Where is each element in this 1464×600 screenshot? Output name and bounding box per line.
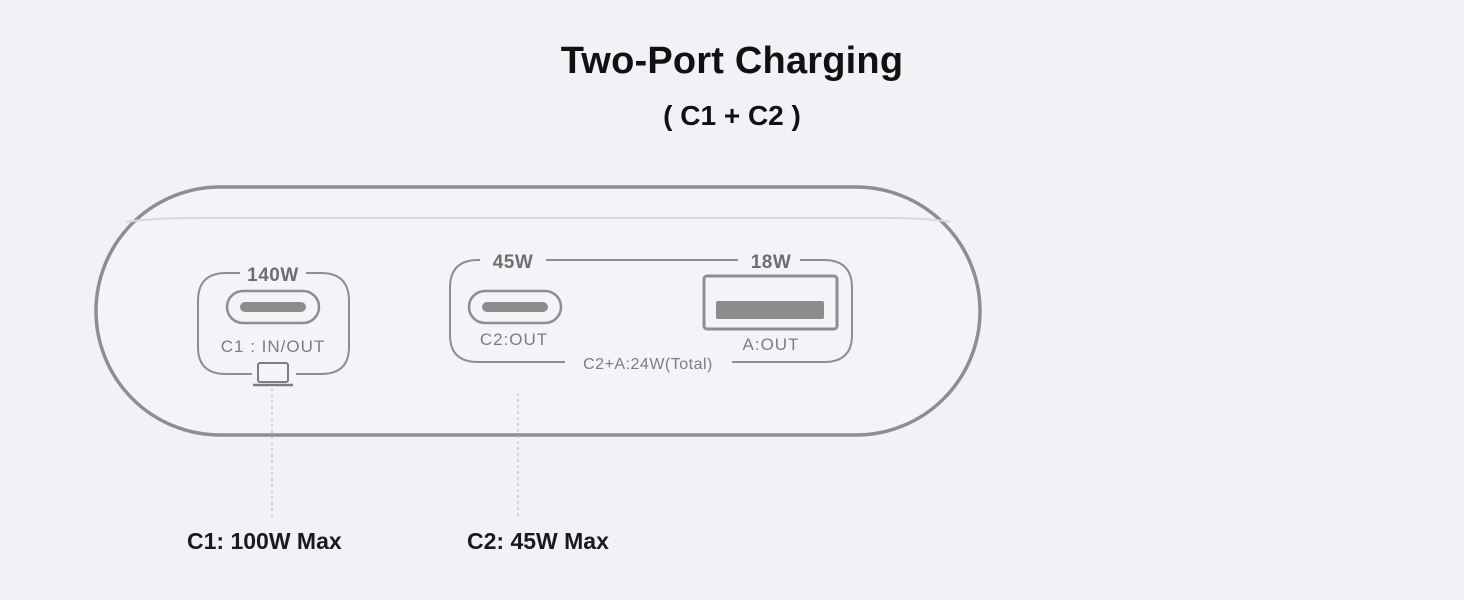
a-port-label: A:OUT [743, 335, 800, 354]
c2-usb-c-port [467, 289, 563, 325]
a-watt-label: 18W [751, 252, 792, 273]
c1-port-group: 140W C1 : IN/OUT [197, 265, 350, 518]
c2-max-caption: C2: 45W Max [467, 528, 609, 554]
usb-a-port [702, 274, 839, 331]
c2-port-label: C2:OUT [480, 330, 548, 349]
c1-watt-label: 140W [247, 265, 299, 286]
page-subtitle: ( C1 + C2 ) [663, 100, 801, 131]
shared-total-label: C2+A:24W(Total) [583, 356, 713, 373]
page-title: Two-Port Charging [560, 40, 904, 82]
c2-watt-label: 45W [493, 252, 534, 273]
c1-max-caption: C1: 100W Max [187, 528, 342, 554]
laptop-icon [253, 362, 293, 387]
c1-port-label: C1 : IN/OUT [221, 337, 326, 356]
c2-a-port-group: 45W 18W C2:OUT A:OUT C2+A:24W(Total) [449, 252, 853, 518]
c1-usb-c-port [225, 289, 321, 325]
